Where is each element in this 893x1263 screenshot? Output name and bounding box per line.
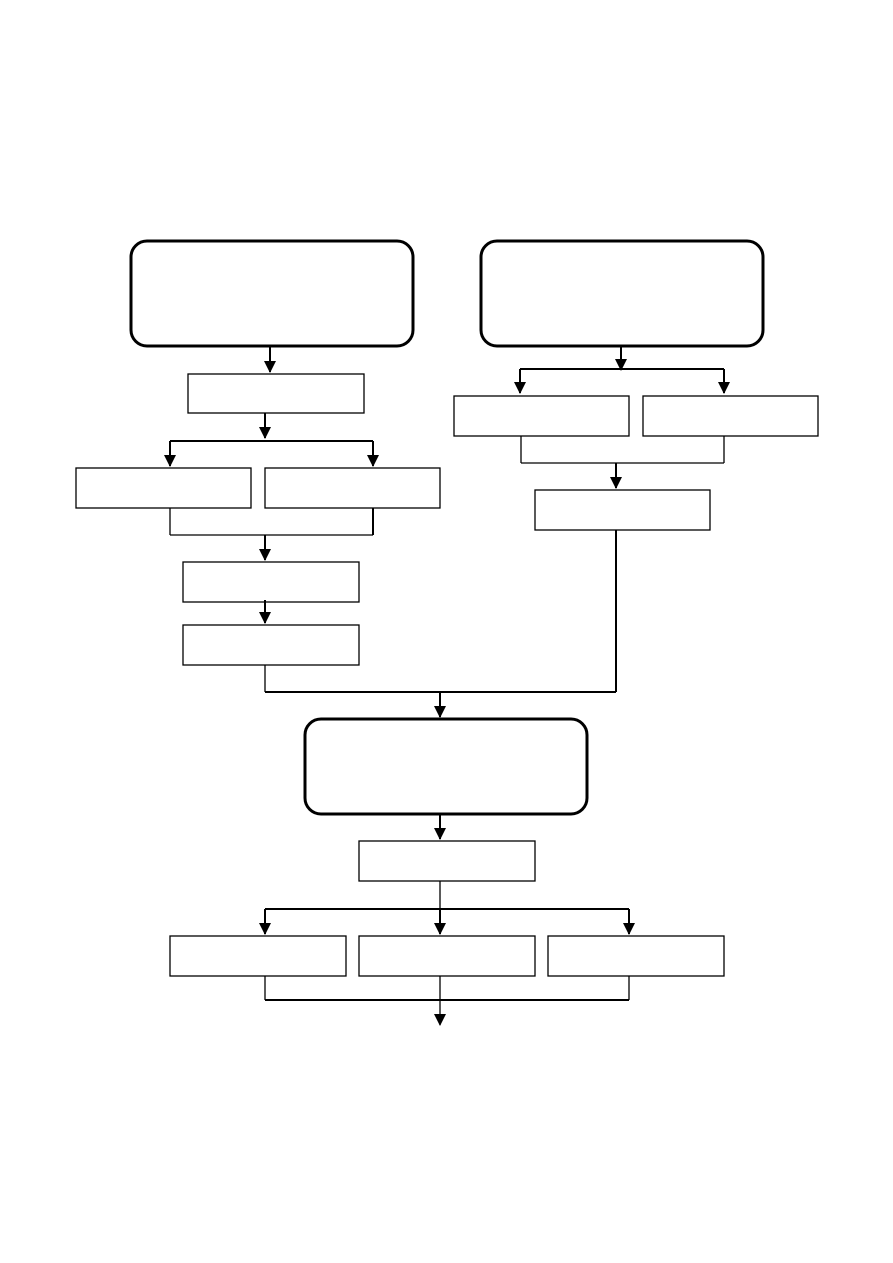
bottom-branch-c-box [547, 935, 725, 977]
merge-box [303, 717, 589, 816]
left-header-box [129, 239, 415, 348]
left-step-1-box [187, 373, 365, 414]
bottom-branch-a-box [169, 935, 347, 977]
bottom-join-connector [264, 976, 630, 1001]
right-join-connector [520, 436, 725, 489]
right-branch-b-box [642, 395, 819, 437]
left-step-3-box [182, 624, 360, 666]
left-split-connector [164, 440, 379, 467]
bottom-split-connector [259, 881, 635, 935]
merge-step-box [358, 840, 536, 882]
left-branch-a-box [75, 467, 252, 509]
right-header-box [479, 239, 765, 348]
left-branch-b-box [264, 467, 441, 509]
right-split-connector [514, 368, 730, 394]
bottom-branch-b-box [358, 935, 536, 977]
merge-connector [264, 530, 617, 718]
left-step-2-box [182, 561, 360, 603]
right-branch-a-box [453, 395, 630, 437]
right-step-1-box [534, 489, 711, 531]
left-join-connector [169, 508, 374, 561]
